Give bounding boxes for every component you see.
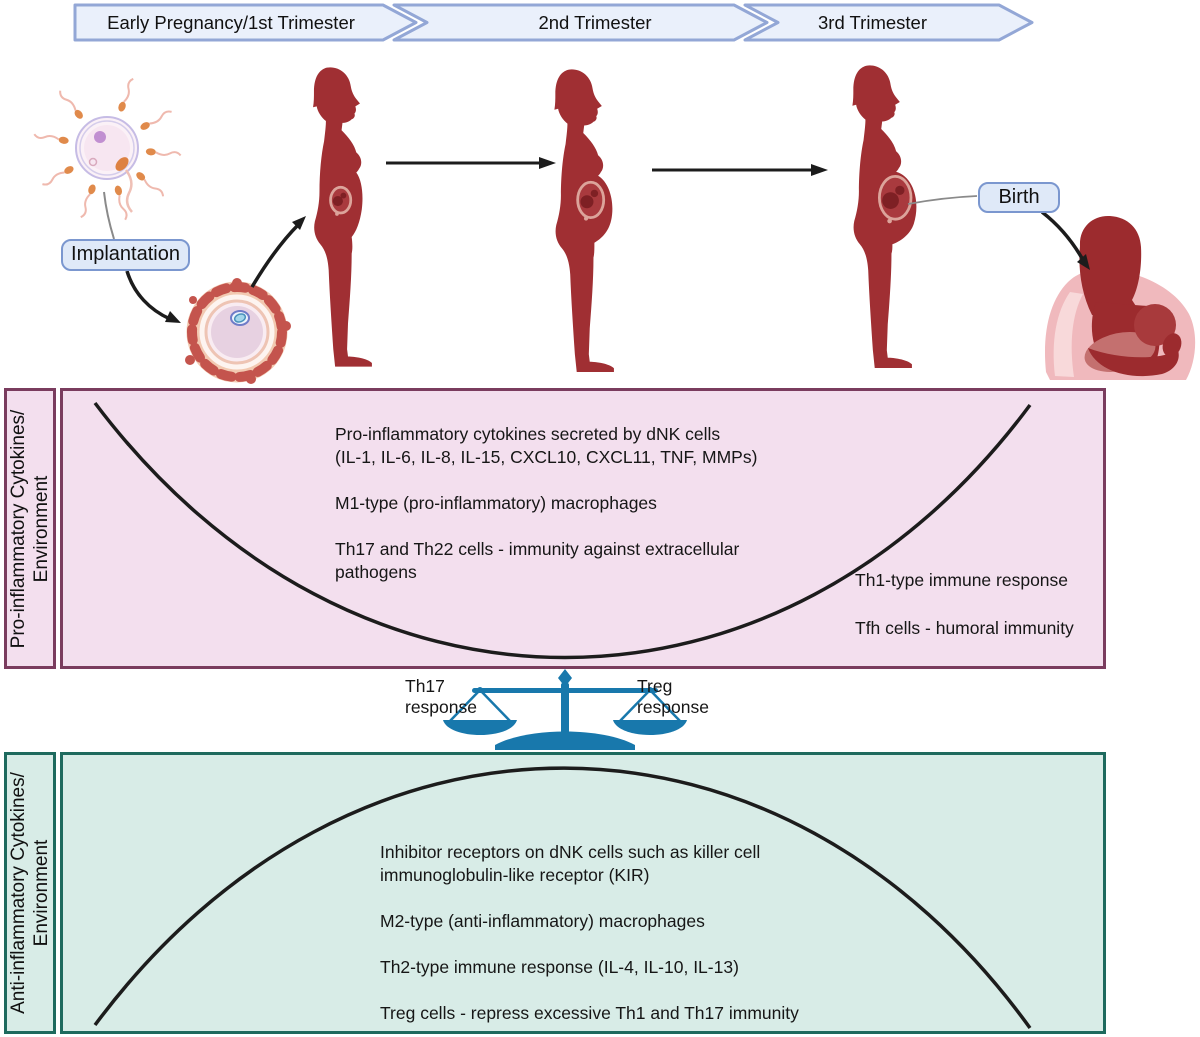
pro-right-line-2: Tfh cells - humoral immunity <box>855 618 1074 638</box>
pro-inflammatory-text-block: Pro-inflammatory cytokines secreted by d… <box>335 423 757 584</box>
balance-left-line2: response <box>405 697 477 717</box>
baby-head <box>1134 304 1176 346</box>
mother-hand <box>1162 333 1182 357</box>
pro-side-label-line2: Environment <box>31 475 52 582</box>
pro-line-2: (IL-1, IL-6, IL-8, IL-15, CXCL10, CXCL11… <box>335 447 758 467</box>
mother-torso <box>1091 302 1160 364</box>
anti-inflammatory-text-block: Inhibitor receptors on dNK cells such as… <box>380 841 799 1025</box>
mother-head <box>1079 215 1145 320</box>
pro-line-1: Pro-inflammatory cytokines secreted by d… <box>335 424 721 444</box>
mother-breastfeeding-figure <box>1044 215 1196 380</box>
blastocyst-to-woman-arrow <box>250 222 301 288</box>
pro-line-4: Th17 and Th22 cells - immunity against e… <box>335 539 740 559</box>
flow-arrows <box>103 157 1090 323</box>
implantation-to-blastocyst-arrow <box>125 270 171 321</box>
implantation-callout: Implantation <box>61 239 190 271</box>
anti-side-label-line2: Environment <box>31 839 52 947</box>
pro-inflammatory-side-label: Pro-inflammatory Cytokines/ Environment <box>7 390 53 668</box>
balance-left-line1: Th17 <box>405 676 445 696</box>
fetus-sac-3 <box>877 174 913 224</box>
balance-right-line2: response <box>637 697 709 717</box>
pro-inflammatory-side-label-box: Pro-inflammatory Cytokines/ Environment <box>4 388 56 669</box>
anti-line-4: Th2-type immune response (IL-4, IL-10, I… <box>380 957 739 977</box>
birth-to-mother-arrow <box>1040 210 1085 261</box>
anti-inflammatory-side-label: Anti-inflammatory Cytokines/ Environment <box>7 754 53 1032</box>
anti-side-label-line1: Anti-inflammatory Cytokines/ <box>8 772 29 1014</box>
balance-right-label: Treg response <box>637 676 709 718</box>
pregnant-woman-3rd-trimester <box>852 65 917 368</box>
blastocyst-inner-cells <box>230 310 250 326</box>
pro-right-line-1: Th1-type immune response <box>855 570 1069 590</box>
birth-callout: Birth <box>978 182 1060 213</box>
timeline-stage-1-label: Early Pregnancy/1st Trimester <box>107 12 355 33</box>
balance-left-label: Th17 response <box>405 676 477 718</box>
anti-line-3: M2-type (anti-inflammatory) macrophages <box>380 911 705 931</box>
anti-line-2: immunoglobulin-like receptor (KIR) <box>380 865 650 885</box>
fertilization-illustration <box>33 77 182 221</box>
woman-to-birth-line <box>907 195 978 205</box>
surrounding-sperm <box>33 77 182 221</box>
fetus-sac-1 <box>329 185 353 216</box>
pregnant-woman-2nd-trimester <box>554 69 614 372</box>
pregnant-woman-1st-trimester <box>313 67 372 367</box>
penetrating-sperm <box>115 157 133 213</box>
anti-inflammatory-side-label-box: Anti-inflammatory Cytokines/ Environment <box>4 752 56 1034</box>
balance-right-line1: Treg <box>637 676 673 696</box>
pro-line-5: pathogens <box>335 562 417 582</box>
anti-line-5: Treg cells - repress excessive Th1 and T… <box>380 1003 799 1023</box>
egg-nucleus <box>94 131 106 143</box>
timeline-stage-3-label: 3rd Trimester <box>818 12 927 33</box>
pro-inflammatory-right-text-block: Th1-type immune response Tfh cells - hum… <box>855 569 1074 640</box>
egg-to-implantation-line <box>103 191 115 240</box>
implanted-blastocyst-illustration <box>185 278 291 384</box>
timeline-stage-2-label: 2nd Trimester <box>538 12 652 33</box>
baby-body <box>1084 331 1156 373</box>
fetus-sac-2 <box>576 180 606 221</box>
pro-side-label-line1: Pro-inflammatory Cytokines/ <box>8 409 29 648</box>
anti-line-1: Inhibitor receptors on dNK cells such as… <box>380 842 761 862</box>
pro-line-3: M1-type (pro-inflammatory) macrophages <box>335 493 657 513</box>
mother-arm <box>1088 348 1179 377</box>
